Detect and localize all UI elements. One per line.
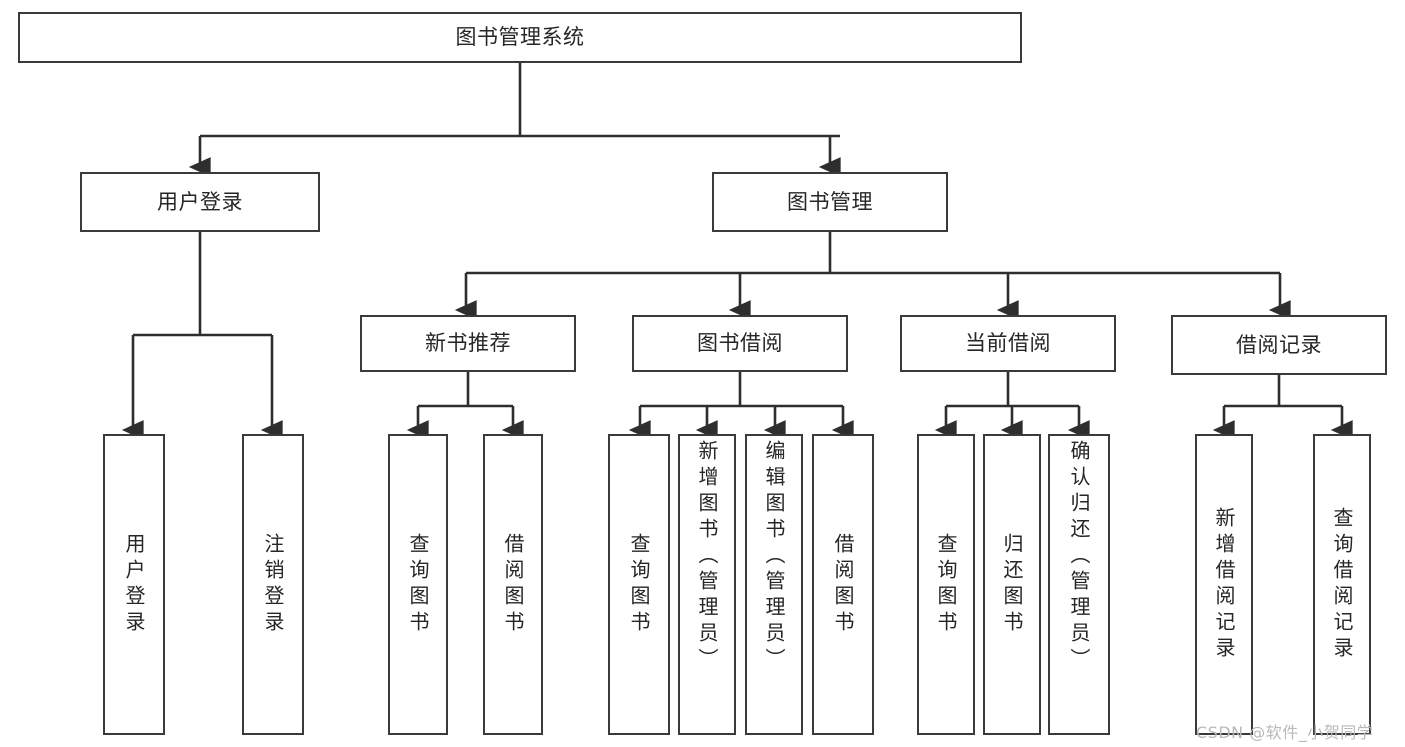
node-label: 查询图书	[627, 532, 651, 637]
node-leaf-borrow-book-1[interactable]: 借阅图书	[483, 434, 543, 735]
node-leaf-edit-book-admin[interactable]: 编辑图书（管理员）	[745, 434, 803, 735]
node-label: 图书管理	[787, 189, 873, 214]
node-label: 借阅图书	[831, 532, 855, 637]
node-label: 借阅记录	[1236, 332, 1322, 357]
node-leaf-query-borrow-record[interactable]: 查询借阅记录	[1313, 434, 1371, 735]
node-new-book-recommendation[interactable]: 新书推荐	[360, 315, 576, 372]
node-book-management-system[interactable]: 图书管理系统	[18, 12, 1022, 63]
node-book-management[interactable]: 图书管理	[712, 172, 948, 232]
node-leaf-query-book-3[interactable]: 查询图书	[917, 434, 975, 735]
node-label: 借阅图书	[501, 532, 525, 637]
node-user-login[interactable]: 用户登录	[80, 172, 320, 232]
node-label: 用户登录	[122, 532, 146, 637]
node-label: 确认归还（管理员）	[1067, 440, 1091, 674]
node-label: 图书借阅	[697, 331, 783, 356]
node-label: 当前借阅	[965, 331, 1051, 356]
node-leaf-confirm-return-admin[interactable]: 确认归还（管理员）	[1048, 434, 1110, 735]
node-borrowing-record[interactable]: 借阅记录	[1171, 315, 1387, 375]
node-leaf-add-borrow-record[interactable]: 新增借阅记录	[1195, 434, 1253, 735]
node-label: 归还图书	[1000, 532, 1024, 637]
node-leaf-logout[interactable]: 注销登录	[242, 434, 304, 735]
node-label: 新书推荐	[425, 331, 511, 356]
node-label: 图书管理系统	[455, 25, 585, 50]
node-book-borrowing[interactable]: 图书借阅	[632, 315, 848, 372]
node-leaf-borrow-book-2[interactable]: 借阅图书	[812, 434, 874, 735]
node-label: 新增图书（管理员）	[695, 440, 719, 674]
node-label: 注销登录	[261, 532, 285, 637]
node-label: 用户登录	[157, 189, 243, 214]
csdn-watermark: CSDN @软件_小贺同学	[1196, 723, 1374, 742]
node-label: 查询借阅记录	[1330, 506, 1354, 663]
node-label: 新增借阅记录	[1212, 506, 1236, 663]
node-leaf-return-book[interactable]: 归还图书	[983, 434, 1041, 735]
node-label: 查询图书	[406, 532, 430, 637]
node-leaf-query-book-1[interactable]: 查询图书	[388, 434, 448, 735]
node-label: 查询图书	[934, 532, 958, 637]
node-label: 编辑图书（管理员）	[762, 440, 786, 674]
node-leaf-add-book-admin[interactable]: 新增图书（管理员）	[678, 434, 736, 735]
node-leaf-query-book-2[interactable]: 查询图书	[608, 434, 670, 735]
node-current-borrowing[interactable]: 当前借阅	[900, 315, 1116, 372]
node-leaf-user-login[interactable]: 用户登录	[103, 434, 165, 735]
